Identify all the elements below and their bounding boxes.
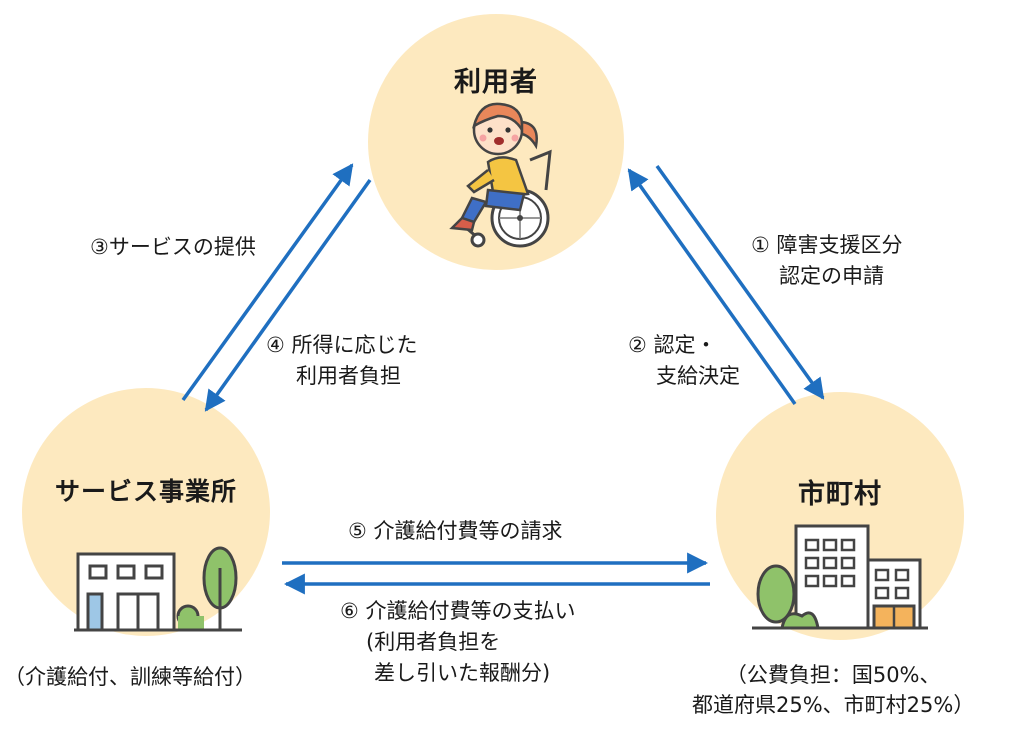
provider-note: （介護給付、訓練等給付） [4, 665, 256, 689]
flow-label-2-line-1: ② 認定・ [628, 333, 717, 357]
flow-label-6-line-1: ⑥ 介護給付費等の支払い [340, 599, 576, 623]
arrow-2-decision [627, 168, 797, 406]
flow-label-2-line-2: 支給決定 [656, 364, 740, 388]
office-building-illustration [74, 546, 242, 632]
flow-label-3-line-1: ③サービスの提供 [90, 235, 256, 259]
city-note-line-2: 都道府県25%、市町村25%） [692, 693, 975, 717]
flow-label-3: ③サービスの提供 [90, 232, 256, 263]
flow-label-6-line-3: 差し引いた報酬分) [374, 661, 551, 685]
flow-label-1-line-1: ① 障害支援区分 [751, 233, 903, 257]
arrow-4-payment [204, 178, 372, 412]
flow-label-5: ⑤ 介護給付費等の請求 [348, 516, 563, 547]
city-node-title: 市町村 [798, 479, 882, 510]
flow-label-6-line-2: (利用者負担を [366, 630, 501, 654]
flow-label-5-line-1: ⑤ 介護給付費等の請求 [348, 519, 563, 543]
flow-label-6: ⑥ 介護給付費等の支払い (利用者負担を 差し引いた報酬分) [340, 596, 576, 689]
flow-label-4: ④ 所得に応じた 利用者負担 [266, 330, 418, 392]
arrow-3-service [181, 163, 354, 402]
flow-label-4-line-2: 利用者負担 [296, 364, 401, 388]
flow-label-1: ① 障害支援区分 認定の申請 [751, 230, 903, 292]
city-note-line-1: （公費負担：国50%、 [725, 663, 941, 687]
city-hall-illustration [752, 524, 928, 630]
flow-label-1-line-2: 認定の申請 [779, 264, 884, 288]
flow-label-4-line-1: ④ 所得に応じた [266, 333, 418, 357]
city-note: （公費負担：国50%、 都道府県25%、市町村25%） [692, 660, 974, 720]
wheelchair-user-illustration [449, 102, 552, 248]
user-node-title: 利用者 [454, 67, 538, 98]
provider-node-title: サービス事業所 [54, 477, 237, 506]
flow-label-2: ② 認定・ 支給決定 [628, 330, 740, 392]
arrow-1-apply [655, 164, 825, 400]
